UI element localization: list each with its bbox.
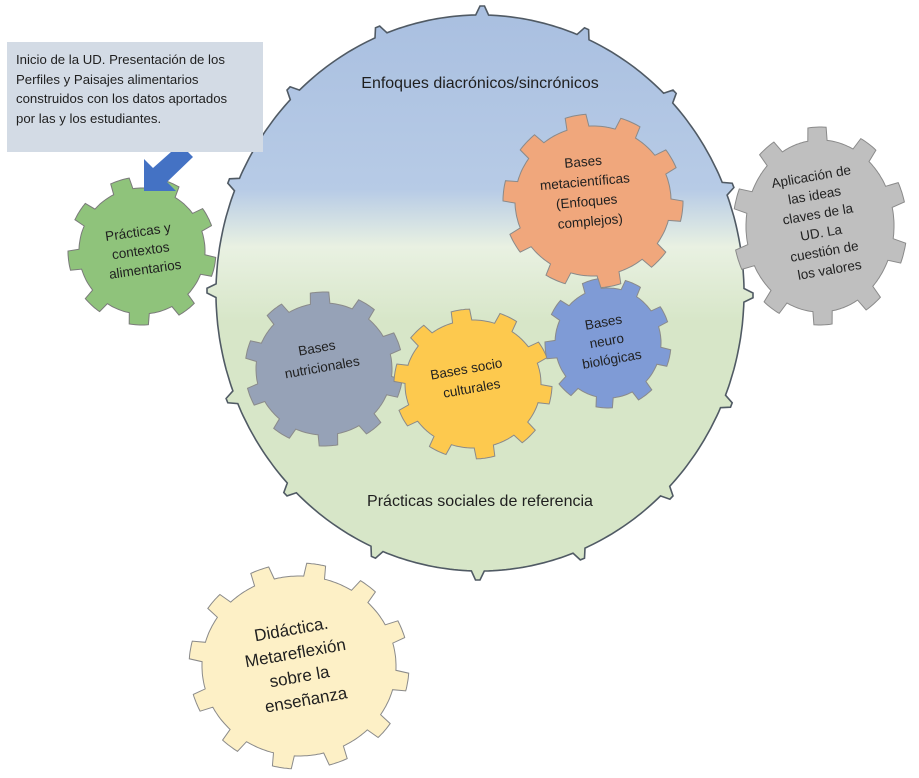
gear-bases-neurobiologicas: Bases neuro biológicas: [544, 278, 672, 409]
gear-neuro-line: neuro: [588, 330, 625, 351]
gear-meta-line: (Enfoques: [555, 191, 618, 211]
gear-meta-line: complejos): [557, 211, 623, 232]
circle-top-label: Enfoques diacrónicos/sincrónicos: [361, 75, 598, 92]
gear-meta-line: Bases: [564, 153, 603, 171]
gear-aplic-line: UD. La: [799, 222, 843, 244]
gear-practicas-contextos: Prácticas y contextos alimentarios: [67, 177, 217, 326]
gear-bases-metacientificas: Bases metacientíficas (Enfoques complejo…: [502, 113, 684, 289]
note-line: Perfiles y Paisajes alimentarios: [16, 71, 199, 87]
circle-bottom-label: Prácticas sociales de referencia: [367, 493, 593, 510]
gear-neuro-line: Bases: [584, 311, 624, 332]
intro-note-box: Inicio de la UD. Presentación de los Per…: [7, 42, 263, 152]
note-line: Inicio de la UD. Presentación de los: [16, 52, 225, 67]
gear-aplicacion-ideas: Aplicación de las ideas claves de la UD.…: [733, 126, 907, 326]
note-line: por las y los estudiantes.: [16, 110, 162, 126]
arrow-down-left-icon: [144, 144, 193, 191]
gear-nutri-line: Bases: [297, 337, 337, 358]
gear-bases-socioculturales: Bases socio culturales: [393, 308, 553, 460]
gear-bases-nutricionales: Bases nutricionales: [245, 291, 403, 447]
svg-text:Prácticas y contextos: Prácticas y contextos alimentarios: [103, 219, 183, 282]
gear-didactica: Didáctica. Metareflexión sobre la enseña…: [188, 562, 410, 770]
note-line: construidos con los datos aportados: [16, 91, 228, 106]
